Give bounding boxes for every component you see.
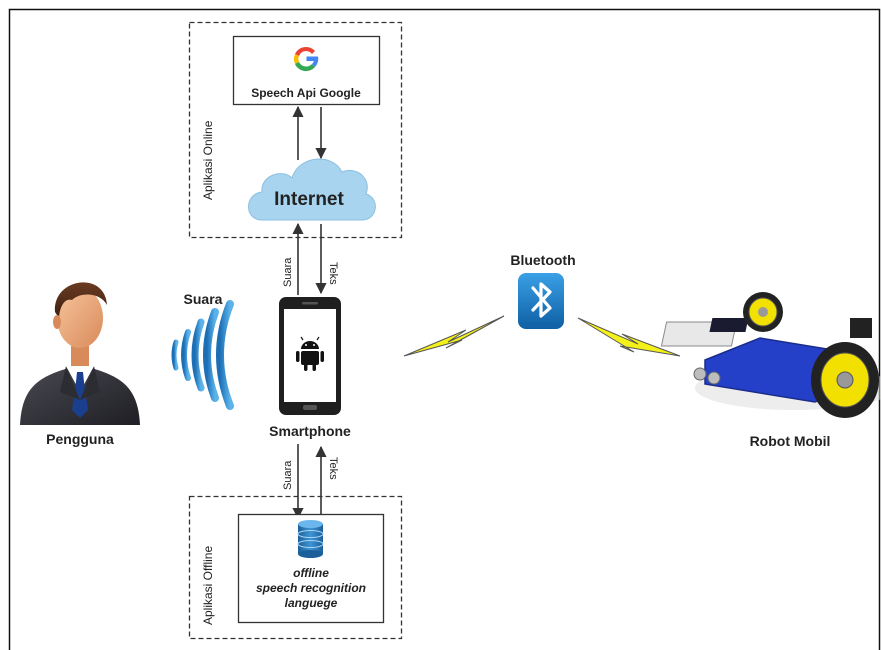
bluetooth-label: Bluetooth <box>510 252 575 268</box>
arrow-label-teks-up: Teks <box>327 457 339 480</box>
internet-label: Internet <box>274 189 344 210</box>
lightning-left-icon <box>403 315 505 357</box>
google-api-label: Speech Api Google <box>251 86 361 100</box>
user-person-icon <box>20 282 140 425</box>
android-icon <box>296 336 324 371</box>
offline-group-label: Aplikasi Offline <box>201 546 215 625</box>
arrow-label-suara-up: Suara <box>282 257 294 287</box>
offline-group-box <box>188 495 403 640</box>
google-logo-icon <box>293 46 319 72</box>
online-group-label: Aplikasi Online <box>201 120 215 200</box>
offline-line-2: speech recognition <box>256 581 366 595</box>
sound-waves-icon <box>171 300 234 410</box>
outer-frame <box>8 8 881 650</box>
voice-label: Suara <box>184 291 223 307</box>
bluetooth-icon <box>518 273 564 329</box>
lightning-right-icon <box>577 317 681 357</box>
arrow-label-suara-down: Suara <box>282 460 294 490</box>
offline-line-3: languege <box>285 596 338 610</box>
online-group-box <box>188 21 403 239</box>
arrow-label-teks-down: Teks <box>327 262 339 285</box>
smartphone-label: Smartphone <box>269 423 351 439</box>
offline-line-1: offline <box>293 566 329 580</box>
user-label: Pengguna <box>46 431 114 447</box>
database-icon <box>297 520 324 558</box>
internet-cloud-icon <box>248 158 376 221</box>
robot-car-icon <box>660 292 881 418</box>
robot-label: Robot Mobil <box>750 433 831 449</box>
